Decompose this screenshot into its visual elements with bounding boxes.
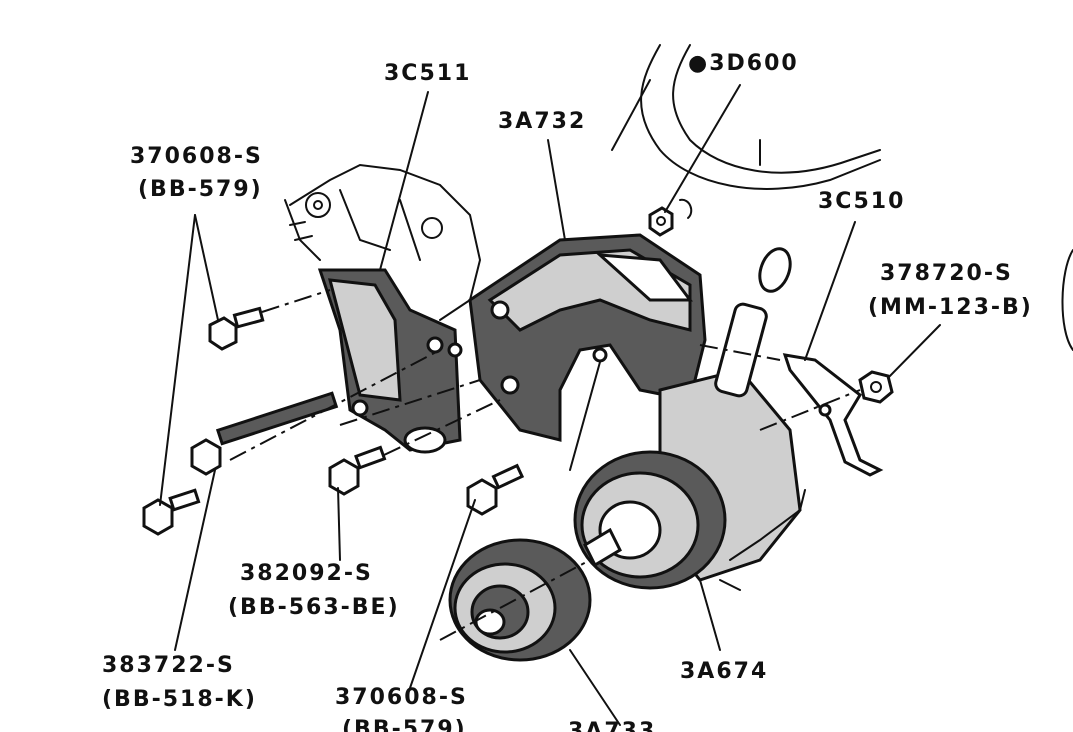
- assembly-centerlines: [229, 289, 861, 641]
- label-378720-s-part: 378720-S: [880, 261, 1013, 286]
- fitting-3d600: [648, 198, 693, 237]
- leader-lines: [159, 84, 941, 726]
- label-3c511: 3C511: [384, 61, 472, 86]
- pulley-3a733: [448, 538, 592, 662]
- engine-outline: [611, 44, 1073, 351]
- label-370608-s-bottom-spec: (BB-579): [342, 717, 467, 732]
- bolt-370608-s-lower-left: [142, 488, 201, 536]
- label-3d600: ●3D600: [688, 51, 799, 76]
- label-378720-s-spec: (MM-123-B): [868, 295, 1033, 320]
- label-3c510: 3C510: [818, 189, 906, 214]
- label-383722-s-part: 383722-S: [102, 653, 235, 678]
- pump-3a674: [573, 247, 806, 591]
- label-370608-s-top-part: 370608-S: [130, 144, 263, 169]
- bolt-370608-s-bottom: [466, 463, 525, 516]
- engine-block: [284, 163, 482, 321]
- label-383722-s-spec: (BB-518-K): [102, 687, 257, 712]
- label-3a733: 3A733: [568, 719, 657, 732]
- bolt-382092-s: [328, 445, 387, 496]
- label-3a674: 3A674: [680, 659, 769, 684]
- label-382092-s-part: 382092-S: [240, 561, 373, 586]
- label-370608-s-top-spec: (BB-579): [138, 177, 263, 202]
- label-370608-s-bottom-part: 370608-S: [335, 685, 468, 710]
- label-382092-s-spec: (BB-563-BE): [228, 595, 400, 620]
- label-3a732: 3A732: [498, 109, 587, 134]
- bracket-3a732: [447, 233, 707, 442]
- bracket-3c511: [317, 268, 462, 454]
- bolt-383722-s: [190, 391, 339, 476]
- nut-378720-s: [858, 370, 894, 404]
- bolt-370608-s-top: [208, 306, 265, 351]
